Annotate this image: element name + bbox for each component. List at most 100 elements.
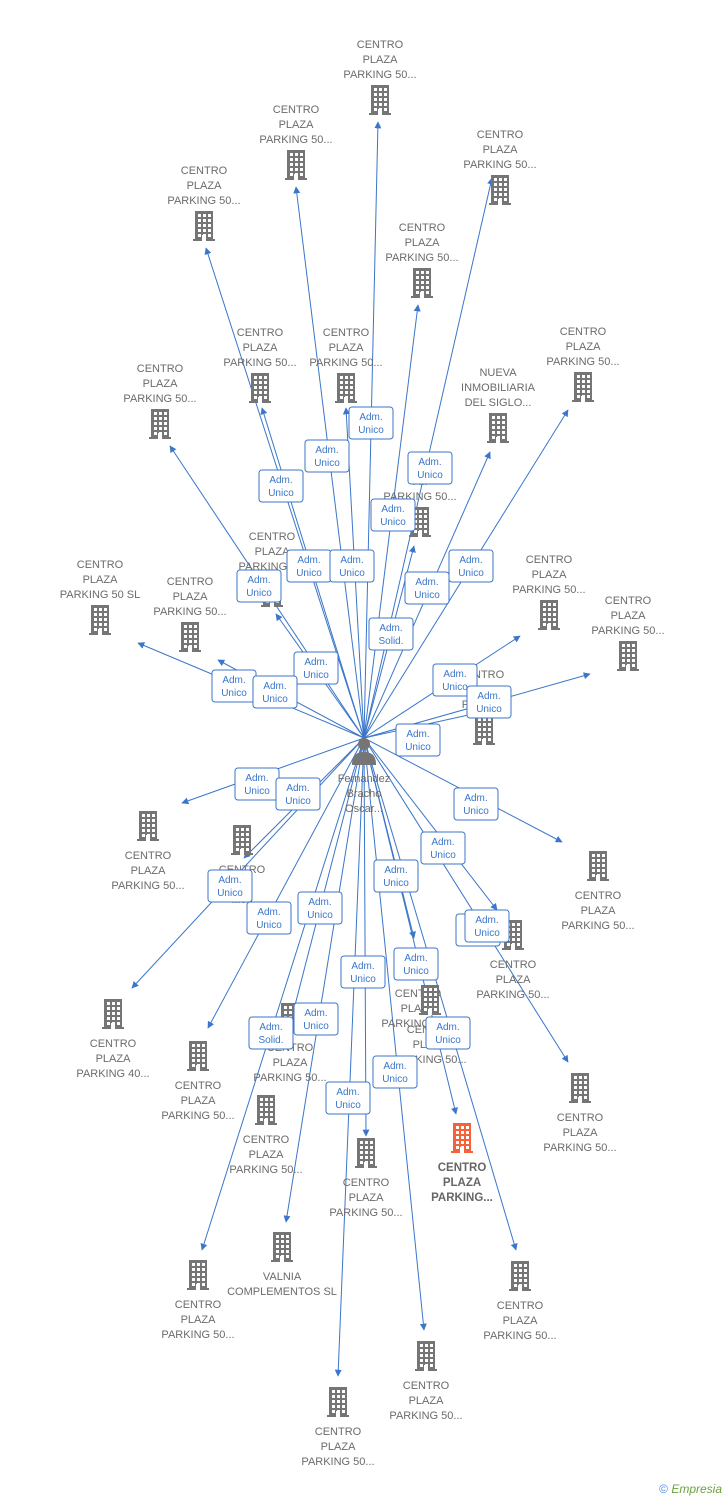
building-icon <box>451 1123 473 1153</box>
edge-role-label[interactable]: Adm.Unico <box>325 1081 371 1115</box>
edge-label-line: Adm. <box>259 1022 282 1033</box>
edge-label-box <box>407 451 453 485</box>
person-node[interactable]: FernandezBrachoOscar... <box>338 738 391 815</box>
company-name-line: PLAZA <box>443 1177 481 1189</box>
relationship-edge <box>334 737 365 1377</box>
company-name-line: PARKING 50... <box>161 1110 234 1122</box>
edge-role-label[interactable]: Adm.Solid. <box>368 617 414 651</box>
edge-role-label[interactable]: Adm.Unico <box>466 685 512 719</box>
edge-role-label[interactable]: Adm.Unico <box>348 406 394 440</box>
edge-role-label[interactable]: Adm.Unico <box>258 469 304 503</box>
edge-role-label[interactable]: Adm.Unico <box>329 549 375 583</box>
edge-label-line: Unico <box>221 688 247 699</box>
edge-role-label[interactable]: Adm.Unico <box>453 787 499 821</box>
edge-role-label[interactable]: Adm.Unico <box>304 439 350 473</box>
edge-role-label[interactable]: Adm.Unico <box>425 1016 471 1050</box>
edge-role-label[interactable]: Adm.Unico <box>236 569 282 603</box>
building-icon <box>419 985 441 1015</box>
company-name-line: PLAZA <box>255 546 291 558</box>
edge-label-line: Adm. <box>415 577 438 588</box>
company-name-line: COMPLEMENTOS SL <box>227 1286 337 1298</box>
edge-label-line: Unico <box>358 425 384 436</box>
company-name-line: CENTRO <box>181 165 228 177</box>
edge-label-box <box>368 617 414 651</box>
edge-label-line: Adm. <box>247 575 270 586</box>
relationship-edge <box>283 737 365 1223</box>
company-name-line: PARKING 50... <box>546 356 619 368</box>
edge-role-label[interactable]: Adm.Unico <box>275 777 321 811</box>
edge-role-label[interactable]: Adm.Unico <box>464 909 510 943</box>
edge-role-label[interactable]: Adm.Unico <box>297 891 343 925</box>
edge-role-label[interactable]: Adm.Unico <box>373 859 419 893</box>
edge-role-label[interactable]: Adm.Unico <box>393 947 439 981</box>
edge-role-label[interactable]: Adm.Unico <box>211 669 257 703</box>
edge-label-line: Unico <box>217 888 243 899</box>
edge-role-label[interactable]: Adm.Unico <box>432 663 478 697</box>
edge-role-label[interactable]: Adm.Unico <box>293 1002 339 1036</box>
edge-label-box <box>207 869 253 903</box>
edge-label-line: Adm. <box>459 555 482 566</box>
company-name-line: PLAZA <box>131 865 167 877</box>
edge-role-label[interactable]: Adm.Unico <box>372 1055 418 1089</box>
edge-role-label[interactable]: Adm.Unico <box>370 498 416 532</box>
edge-label-line: Adm. <box>286 783 309 794</box>
company-node-highlighted[interactable]: CENTROPLAZAPARKING... <box>431 1123 493 1204</box>
building-icon <box>355 1138 377 1168</box>
edge-role-label[interactable]: Adm.Unico <box>395 723 441 757</box>
edge-role-label[interactable]: Adm.Unico <box>207 869 253 903</box>
edge-role-label[interactable]: Adm.Unico <box>293 651 339 685</box>
edge-label-box <box>348 406 394 440</box>
edge-role-label[interactable]: Adm.Unico <box>246 901 292 935</box>
edge-label-box <box>372 1055 418 1089</box>
edge-role-label[interactable]: Adm.Unico <box>252 675 298 709</box>
edge-label-line: Adm. <box>245 773 268 784</box>
company-name-line: PARKING 50... <box>483 1330 556 1342</box>
company-name-line: CENTRO <box>357 39 404 51</box>
edge-role-label[interactable]: Adm.Unico <box>340 955 386 989</box>
edge-role-label[interactable]: Adm.Unico <box>286 549 332 583</box>
edge-labels-layer: Adm.UnicoAdm.UnicoAdm.UnicoAdm.UnicoAdm.… <box>207 406 512 1115</box>
relationship-edge <box>363 737 518 1251</box>
edge-label-line: Adm. <box>436 1022 459 1033</box>
edge-role-label[interactable]: Adm. Unico <box>404 571 450 605</box>
building-icon <box>187 1260 209 1290</box>
edge-label-line: Unico <box>414 590 440 601</box>
edge-role-label[interactable]: Adm.Unico <box>448 549 494 583</box>
edge-role-label[interactable]: Adm.Solid. <box>248 1016 294 1050</box>
edge-role-label[interactable]: Adm.Unico <box>234 767 280 801</box>
edge-role-label[interactable]: Adm.Unico <box>407 451 453 485</box>
company-name-line: CENTRO <box>605 595 652 607</box>
edge-role-label[interactable]: Adm.Unico <box>420 831 466 865</box>
building-icon <box>473 715 495 745</box>
edge-label-line: Adm. <box>304 657 327 668</box>
building-icon <box>487 413 509 443</box>
